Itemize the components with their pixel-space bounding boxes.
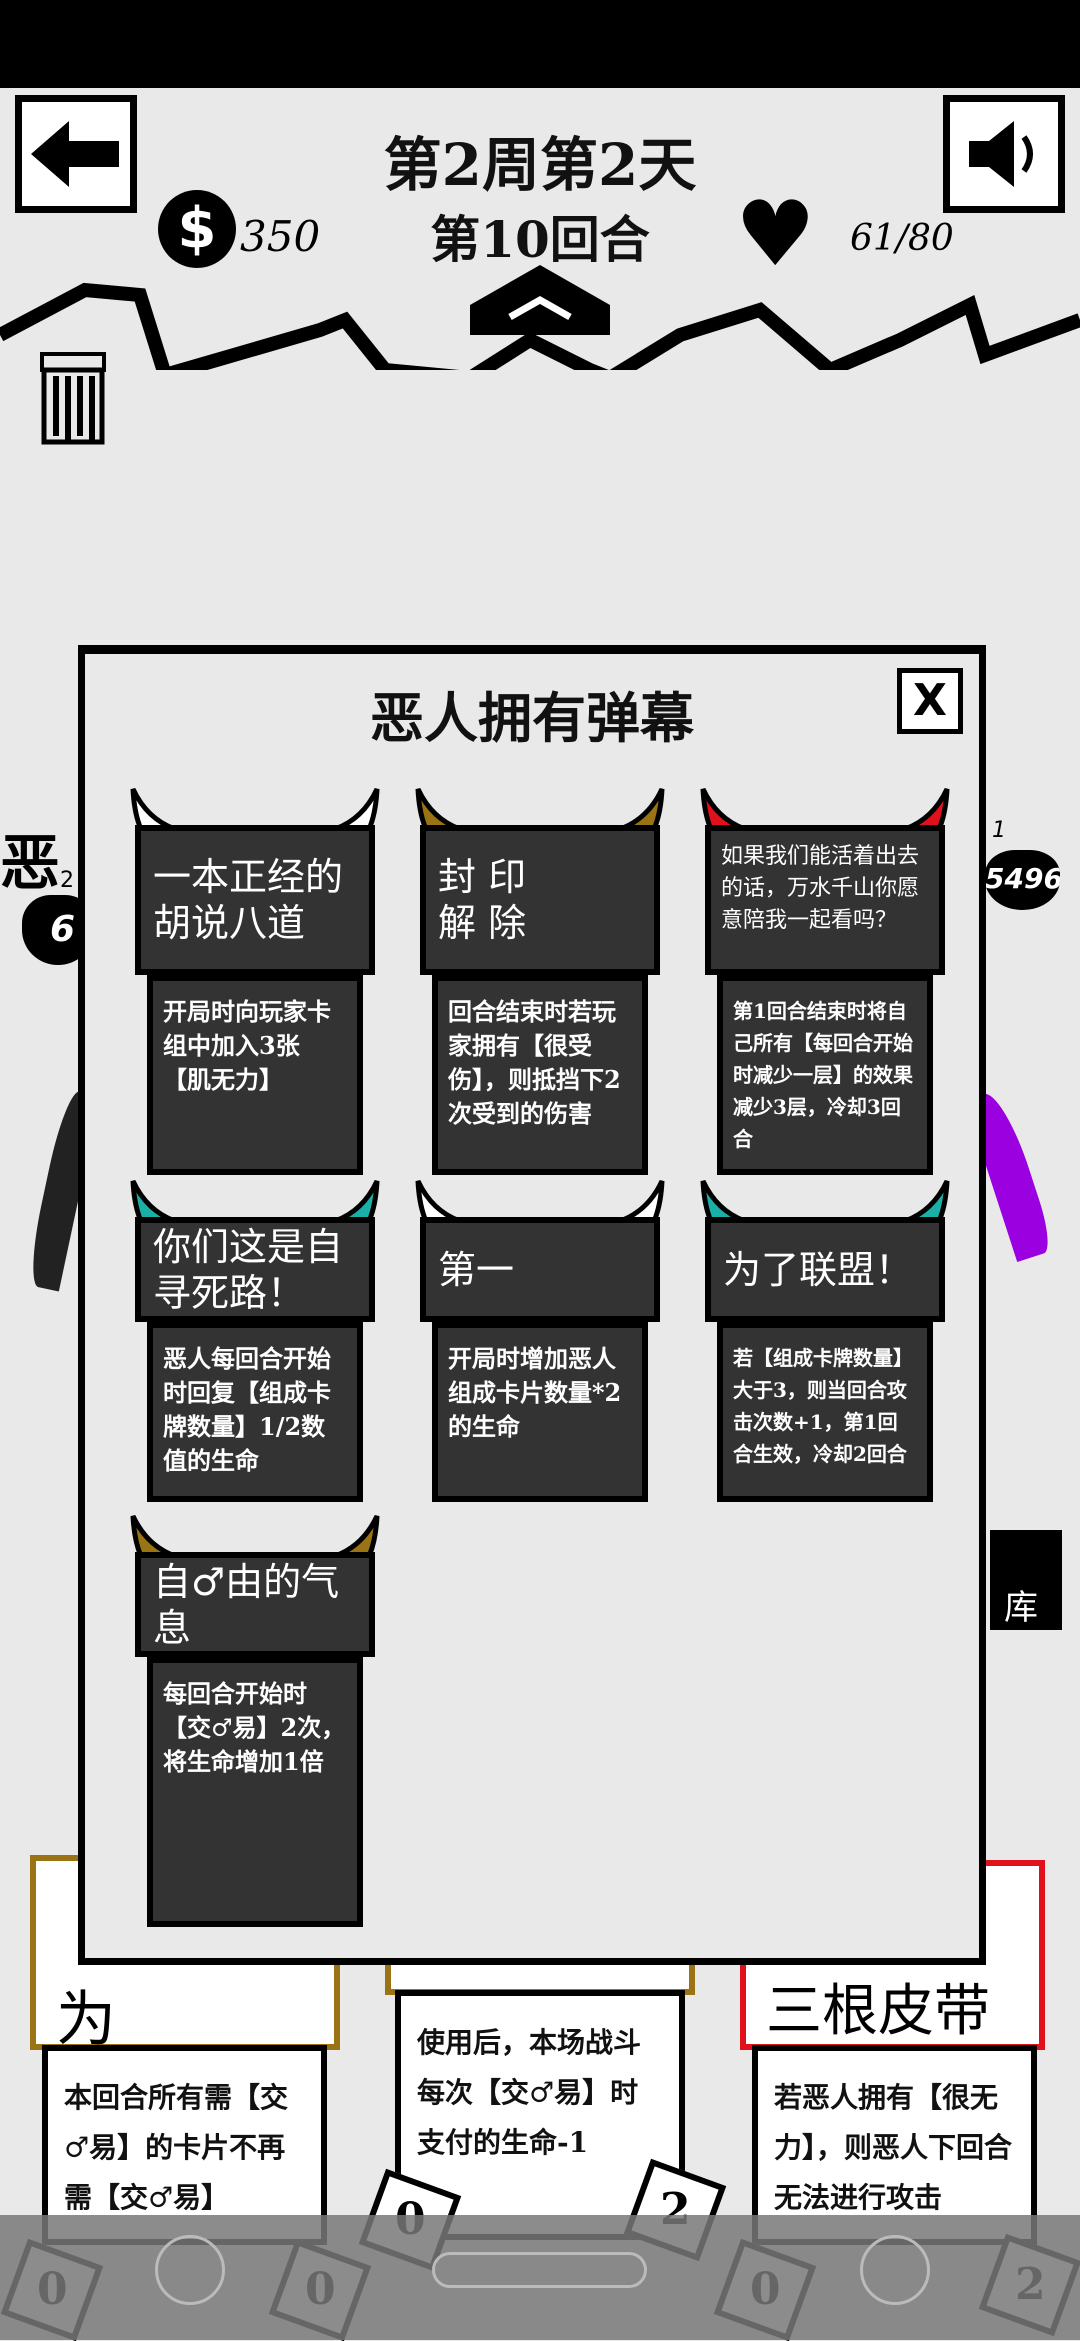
enemy-barrage-modal: 恶人拥有弹幕 X 一本正经的胡说八道 开局时向玩家卡组中加入3张【肌无力】 封 … [78, 645, 986, 1965]
money-value: 350 [240, 212, 321, 261]
jagged-divider [0, 282, 1080, 370]
speaker-icon [969, 121, 1033, 187]
status-bar [0, 0, 1080, 88]
ability-desc: 开局时增加恶人组成卡片数量*2的生命 [432, 1322, 648, 1502]
ability-desc: 开局时向玩家卡组中加入3张【肌无力】 [147, 975, 363, 1175]
enemy-left-name-fragment: 恶 [0, 829, 60, 899]
ability-desc: 每回合开始时【交♂易】2次，将生命增加1倍 [147, 1657, 363, 1927]
ability-name: 为了联盟！ [705, 1217, 945, 1322]
recent-apps-icon[interactable] [155, 2235, 225, 2305]
ability-desc: 恶人每回合开始时回复【组成卡牌数量】1/2数值的生命 [147, 1322, 363, 1502]
close-button[interactable]: X [897, 668, 963, 734]
heart-icon: ♥ [735, 182, 816, 287]
enemy-left-label: 2 [60, 868, 74, 893]
hand-card-title: 为 [56, 1985, 116, 2055]
ability-name: 第一 [420, 1217, 660, 1322]
ability-name: 如果我们能活着出去的话，万水千山你愿意陪我一起看吗？ [705, 825, 945, 975]
player-hp: 61/80 [850, 218, 954, 259]
hand-card-title: 三根皮带 [766, 1979, 990, 2044]
ability-desc: 第1回合结束时将自己所有【每回合开始时减少一层】的效果减少3层，冷却3回合 [717, 975, 933, 1175]
back-button[interactable] [15, 95, 137, 213]
enemy-right-label: 1 [992, 818, 1006, 843]
assist-icon[interactable] [860, 2235, 930, 2305]
round-title: 第10回合 [430, 210, 650, 269]
trash-icon[interactable] [38, 350, 108, 445]
home-pill[interactable] [432, 2252, 647, 2288]
ability-name: 你们这是自寻死路！ [135, 1217, 375, 1322]
ability-name: 封 印 解 除 [420, 825, 660, 975]
enemy-right-hp: 5496 [985, 850, 1060, 910]
chevron-up-icon [470, 265, 610, 335]
hand-card-1-body[interactable]: 本回合所有需【交♂易】的卡片不再需【交♂易】 [42, 2045, 327, 2245]
ability-name: 自♂由的气息 [135, 1552, 375, 1657]
back-arrow-icon [31, 121, 119, 187]
hand-card-desc: 本回合所有需【交♂易】的卡片不再需【交♂易】 [64, 2081, 289, 2214]
sound-button[interactable] [943, 95, 1065, 213]
system-nav-bar [0, 2215, 1080, 2340]
modal-title: 恶人拥有弹幕 [370, 686, 694, 750]
coin-icon: $ [158, 190, 236, 268]
hand-card-desc: 使用后，本场战斗每次【交♂易】时支付的生命-1 [417, 2026, 642, 2159]
ability-name: 一本正经的胡说八道 [135, 825, 375, 975]
hand-card-desc: 若恶人拥有【很无力】，则恶人下回合无法进行攻击 [774, 2081, 1013, 2214]
ability-desc: 回合结束时若玩家拥有【很受伤】，则抵挡下2次受到的伤害 [432, 975, 648, 1175]
enemy-right-tag: 库 [990, 1530, 1062, 1630]
expand-chevron-button[interactable] [470, 265, 610, 335]
week-day-title: 第2周第2天 [383, 131, 697, 199]
ability-desc: 若【组成卡牌数量】大于3，则当回合攻击次数+1，第1回合生效，冷却2回合 [717, 1322, 933, 1502]
